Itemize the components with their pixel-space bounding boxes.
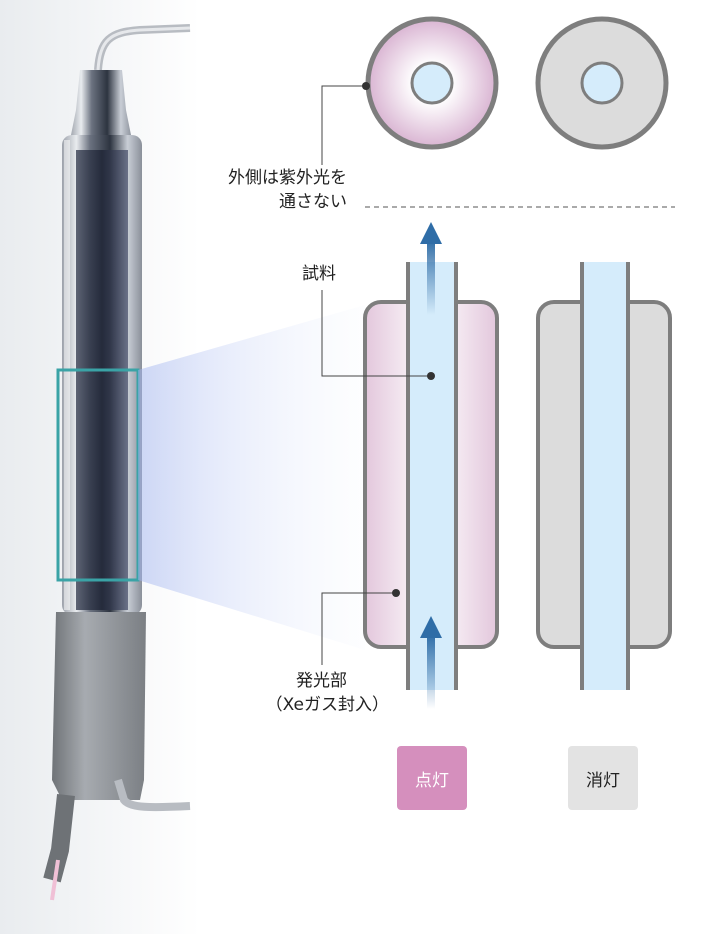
leader-lines <box>321 85 431 665</box>
label-uv-line2: 通さない <box>279 192 347 212</box>
cross-section-off <box>535 16 669 150</box>
leader-dot-sample <box>427 372 435 380</box>
xenon-lamp <box>43 24 191 901</box>
projection-beam <box>138 305 365 650</box>
label-uv-line1: 外側は紫外光を <box>228 168 347 188</box>
state-badge-off: 消灯 <box>568 746 638 810</box>
state-badge-on: 点灯 <box>397 746 467 810</box>
label-emitter-line2: （Xeガス封入） <box>265 695 389 715</box>
leader-dot-emitter <box>392 589 400 597</box>
label-emitter-line1: 発光部 <box>296 671 347 691</box>
flow-arrow-top <box>420 222 442 315</box>
sample-tube-off <box>580 262 630 690</box>
cross-section-lit <box>365 16 499 150</box>
label-sample: 試料 <box>302 264 336 284</box>
leader-dot-uv <box>362 82 370 90</box>
lamp-sleeve <box>52 612 146 800</box>
flow-arrow-bottom <box>420 616 442 709</box>
